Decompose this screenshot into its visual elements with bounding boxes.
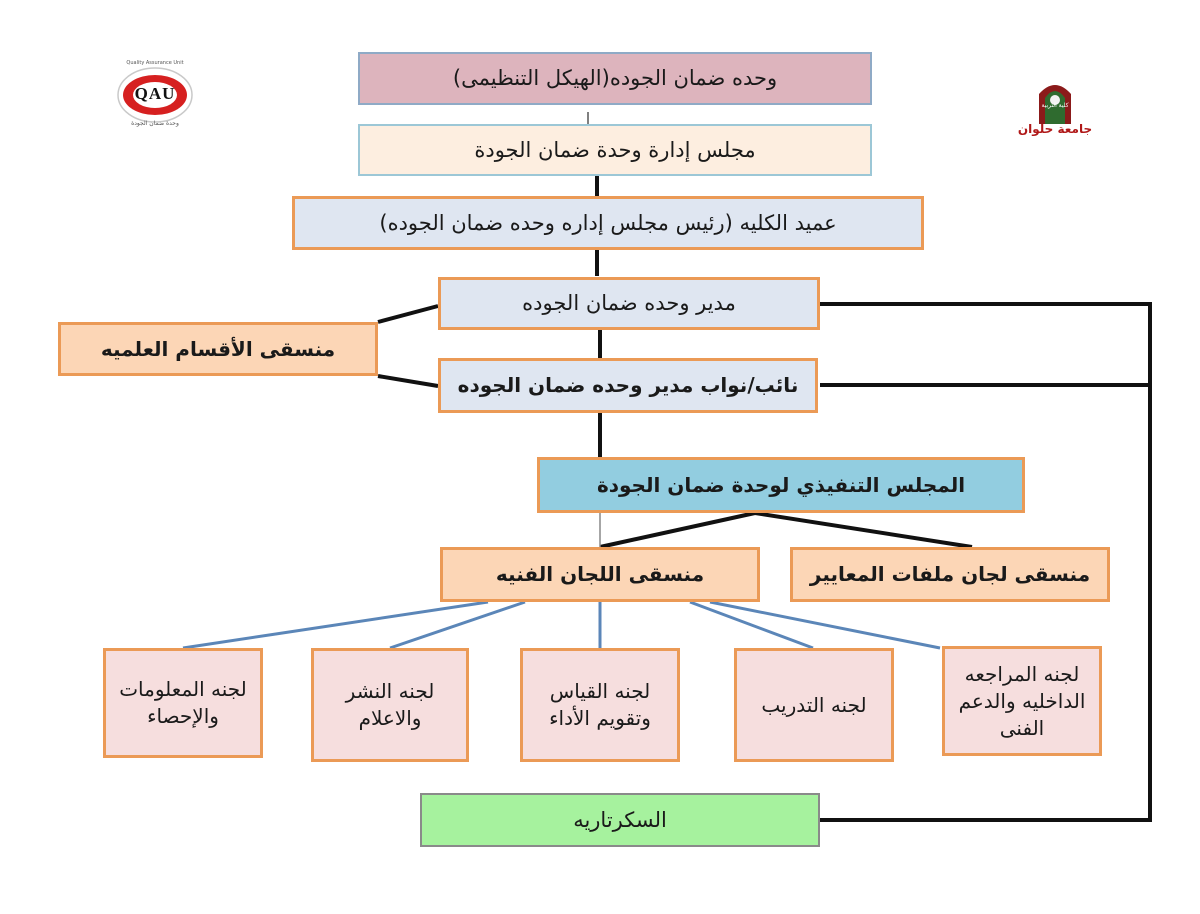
director-box: مدير وحده ضمان الجوده xyxy=(438,277,820,330)
dept-coordinator-box: منسقى الأقسام العلميه xyxy=(58,322,378,376)
standards-coordinator-box: منسقى لجان ملفات المعايير xyxy=(790,547,1110,602)
committee-internal-review: لجنه المراجعه الداخليه والدعم الفنى xyxy=(942,646,1102,756)
board-box: مجلس إدارة وحدة ضمان الجودة xyxy=(358,124,872,176)
deputy-box: نائب/نواب مدير وحده ضمان الجوده xyxy=(438,358,818,413)
black-connectors xyxy=(377,176,1152,822)
exec-council-box: المجلس التنفيذي لوحدة ضمان الجودة xyxy=(537,457,1025,513)
qau-logo-text: QAU xyxy=(134,84,176,103)
dean-box: عميد الكليه (رئيس مجلس إداره وحده ضمان ا… xyxy=(292,196,924,250)
secretariat-box: السكرتاريه xyxy=(420,793,820,847)
committee-publishing-media: لجنه النشر والاعلام xyxy=(311,648,469,762)
qau-logo-icon xyxy=(117,67,193,123)
committee-training: لجنه التدريب xyxy=(734,648,894,762)
org-title-box: وحده ضمان الجوده(الهيكل التنظيمى) xyxy=(358,52,872,105)
faculty-logo: كلية التربية جامعة حلوان xyxy=(1015,78,1095,140)
faculty-logo-text: كلية التربية xyxy=(1041,102,1069,109)
committee-info-statistics: لجنه المعلومات والإحصاء xyxy=(103,648,263,758)
blue-connectors xyxy=(182,600,941,650)
faculty-emblem-icon xyxy=(1039,85,1071,124)
qau-logo-caption-top: Quality Assurance Unit xyxy=(126,60,184,66)
committee-measurement-evaluation: لجنه القياس وتقويم الأداء xyxy=(520,648,680,762)
qau-logo-caption-bottom: وحدة ضمان الجودة xyxy=(131,120,179,127)
university-caption: جامعة حلوان xyxy=(1017,122,1093,136)
tech-coordinator-box: منسقى اللجان الفنيه xyxy=(440,547,760,602)
qau-logo: QAU Quality Assurance Unit وحدة ضمان الج… xyxy=(110,60,205,130)
